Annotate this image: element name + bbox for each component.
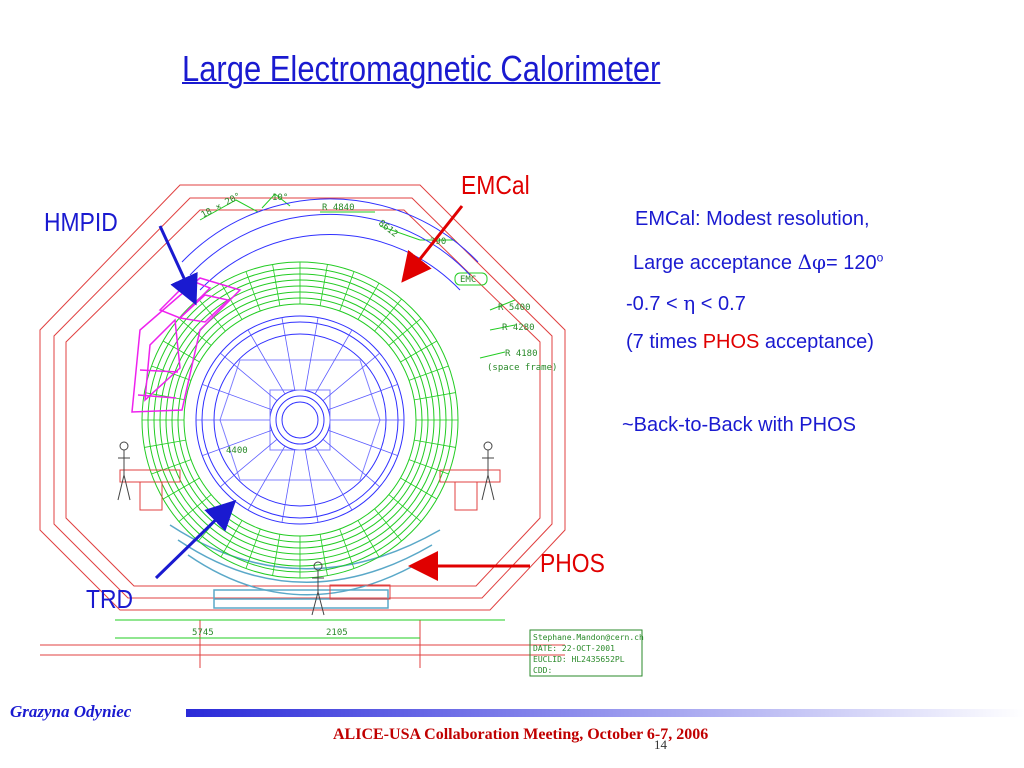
barrel-segment-tick — [414, 439, 456, 448]
hmpid-label: HMPID — [44, 207, 118, 237]
stamp-line-3: EUCLID: HL2435652PL — [533, 655, 625, 664]
barrel-segment-tick — [414, 392, 456, 401]
barrel-segment-tick — [339, 271, 355, 312]
note-line-1: EMCal: Modest resolution, — [635, 208, 870, 230]
detector-spoke — [220, 352, 278, 402]
detector-spoke — [328, 384, 398, 411]
dim-390-label: 390 — [430, 237, 446, 247]
barrel-segment-tick — [144, 439, 186, 448]
dim-8612-label: 8612 — [376, 218, 399, 239]
detector-spoke — [314, 445, 353, 511]
space-frame-label: (space frame) — [487, 363, 557, 373]
footer-author: Grazyna Odyniec — [10, 702, 132, 721]
detector-spokes — [196, 317, 404, 523]
detector-spoke — [322, 352, 380, 402]
footer-bar — [186, 709, 1024, 717]
barrel-segment-tick — [272, 534, 281, 576]
note-line-5: ~Back-to-Back with PHOS — [622, 414, 856, 436]
barrel-segment-tick — [400, 477, 438, 500]
barrel-segment-tick — [408, 365, 449, 381]
detector-spoke — [220, 438, 278, 488]
base-structure — [40, 620, 565, 668]
radius-4840-label: R 4840 — [322, 203, 355, 213]
barrel-segment-tick — [245, 528, 261, 569]
barrel-segment-tick — [374, 298, 402, 332]
dim-2105-label: 2105 — [326, 628, 348, 638]
stamp-line-1: Stephane.Mandon@cern.ch — [533, 633, 644, 642]
detector-spoke — [202, 429, 272, 456]
radius-4180-label: R 4180 — [505, 349, 538, 359]
page-number: 14 — [654, 737, 667, 752]
barrel-segment-tick — [151, 459, 192, 475]
space-frame-octagon — [39, 184, 566, 611]
barrel-segment-tick — [357, 282, 380, 320]
human-figures — [117, 441, 495, 616]
angle-annotation-2: 10° — [272, 193, 288, 203]
trd-label: TRD — [86, 584, 134, 614]
drawing-stamp: Stephane.Mandon@cern.ch DATE: 22-OCT-200… — [529, 629, 644, 677]
detector-spoke — [247, 445, 286, 511]
barrel-segment-tick — [388, 318, 422, 346]
angle-annotation-1: 18 × 20° — [200, 191, 243, 220]
barrel-segment-tick — [388, 494, 422, 522]
barrel-segment-tick — [374, 508, 402, 542]
dim-4400-label: 4400 — [226, 446, 248, 456]
detector-cross-section: 18 × 20° 10° R 4840 8612 390 EMC R 5400 … — [39, 184, 644, 677]
drawing-annotations: 18 × 20° 10° R 4840 8612 390 EMC R 5400 … — [192, 191, 557, 638]
side-supports — [119, 469, 501, 600]
detector-spoke — [322, 438, 380, 488]
barrel-segment-tick — [178, 494, 212, 522]
hmpid-arrow — [158, 225, 198, 306]
barrel-segment-tick — [357, 520, 380, 558]
detector-spoke — [247, 329, 286, 395]
dim-5745-label: 5745 — [192, 628, 214, 638]
detector-spoke — [314, 329, 353, 395]
barrel-segment-tick — [162, 477, 200, 500]
detector-spoke — [281, 449, 296, 523]
barrel-segment-ticks — [142, 262, 458, 578]
footer-meeting: ALICE-USA Collaboration Meeting, October… — [333, 726, 709, 743]
barrel-segment-tick — [408, 459, 449, 475]
barrel-segment-tick — [400, 340, 438, 363]
emcal-arrow — [401, 205, 464, 283]
stamp-line-2: DATE: 22-OCT-2001 — [533, 644, 615, 653]
detector-spoke — [328, 429, 398, 456]
barrel-segment-tick — [178, 318, 212, 346]
emc-tag-label: EMC — [460, 275, 476, 285]
barrel-segment-tick — [220, 520, 243, 558]
page-title: Large Electromagnetic Calorimeter — [182, 48, 661, 89]
emcal-label: EMCal — [461, 170, 530, 200]
barrel-segment-tick — [319, 534, 328, 576]
barrel-segment-tick — [151, 365, 192, 381]
trd-arrow — [154, 499, 237, 580]
detector-spoke — [304, 449, 319, 523]
note-line-3: -0.7 < η < 0.7 — [626, 291, 746, 315]
detector-spoke — [304, 317, 319, 391]
stamp-line-4: CDD: — [533, 666, 552, 675]
note-line-4: (7 times PHOS acceptance) — [626, 331, 874, 353]
detector-spoke — [281, 317, 296, 391]
barrel-segment-tick — [220, 282, 243, 320]
detector-spoke — [202, 384, 272, 411]
note-line-2: Large acceptance Δφ= 120o — [633, 250, 884, 274]
barrel-segment-tick — [339, 528, 355, 569]
phos-support-cradle — [169, 524, 441, 609]
barrel-segment-tick — [245, 271, 261, 312]
phos-label: PHOS — [540, 548, 605, 578]
barrel-segment-tick — [272, 264, 281, 306]
barrel-segment-tick — [319, 264, 328, 306]
radius-4280-label: R 4280 — [502, 323, 535, 333]
radius-5400-label: R 5400 — [498, 303, 531, 313]
